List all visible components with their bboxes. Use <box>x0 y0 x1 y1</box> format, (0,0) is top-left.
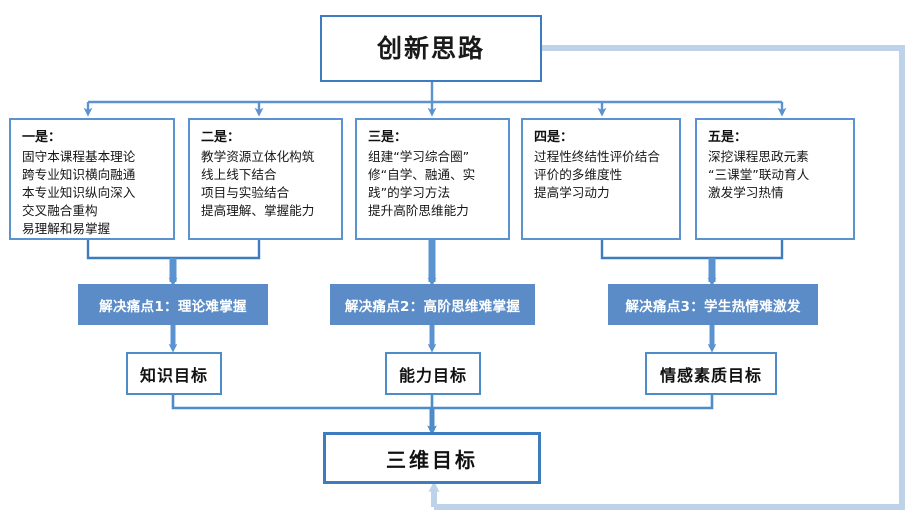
pain-point-label: 解决痛点1：理论难掌握 <box>99 298 247 315</box>
reason-line: 固守本课程基本理论 <box>22 149 136 165</box>
reason-line: 易理解和易掌握 <box>22 220 111 236</box>
connector-pain-to-goals <box>168 325 717 353</box>
pain-point-label: 解决痛点2：高阶思维难掌握 <box>344 298 521 315</box>
reason-line: 提升高阶思维能力 <box>368 203 469 219</box>
title-box: 创新思路 <box>320 15 542 82</box>
reason-box-5: 五是： 深挖课程思政元素 “三课堂”联动育人 激发学习热情 <box>695 118 855 240</box>
reason-box-1: 一是： 固守本课程基本理论 跨专业知识横向融通 本专业知识纵向深入 交叉融合重构… <box>9 118 175 240</box>
reason-line: 提高理解、掌握能力 <box>201 203 315 219</box>
reason-line: 激发学习热情 <box>708 185 784 201</box>
connector-goals-to-final <box>171 395 714 436</box>
goal-label: 能力目标 <box>398 365 467 385</box>
reason-box-4: 四是： 过程性终结性评价结合 评价的多维度性 提高学习动力 <box>521 118 681 240</box>
reason-box-3: 三是： 组建“学习综合圈” 修“自学、融通、实 践”的学习方法 提升高阶思维能力 <box>355 118 510 240</box>
pain-point-bar-3: 解决痛点3：学生热情难激发 <box>608 284 818 325</box>
reason-box-2: 二是： 教学资源立体化构筑 线上线下结合 项目与实验结合 提高理解、掌握能力 <box>188 118 343 240</box>
reason-line: 教学资源立体化构筑 <box>201 149 315 165</box>
reason-heading: 五是： <box>708 130 748 145</box>
reason-heading: 三是： <box>368 130 408 145</box>
reason-line: 过程性终结性评价结合 <box>534 149 660 165</box>
reason-line: 组建“学习综合圈” <box>368 149 470 165</box>
reason-line: 跨专业知识横向融通 <box>22 167 136 183</box>
reason-heading: 四是： <box>534 130 574 145</box>
goal-box-ability: 能力目标 <box>385 352 481 395</box>
reason-heading: 二是： <box>201 130 241 145</box>
reason-line: 修“自学、融通、实 <box>368 167 476 183</box>
pain-point-bar-1: 解决痛点1：理论难掌握 <box>78 284 268 325</box>
goal-label: 知识目标 <box>139 365 208 385</box>
goal-box-knowledge: 知识目标 <box>126 352 222 395</box>
reason-line: 线上线下结合 <box>201 167 277 183</box>
connector-title-to-reasons <box>83 82 787 117</box>
goal-box-emotion-quality: 情感素质目标 <box>645 352 777 395</box>
reason-line: 践”的学习方法 <box>368 185 451 201</box>
reason-line: 提高学习动力 <box>534 185 610 201</box>
reason-line: 交叉融合重构 <box>22 203 98 219</box>
reason-line: 项目与实验结合 <box>201 185 290 201</box>
final-goal-label: 三维目标 <box>386 447 478 472</box>
goal-label: 情感素质目标 <box>659 365 762 385</box>
pain-point-bar-2: 解决痛点2：高阶思维难掌握 <box>330 284 535 325</box>
reason-heading: 一是： <box>22 130 62 145</box>
pain-point-label: 解决痛点3：学生热情难激发 <box>625 298 801 315</box>
connector-reasons-to-pain-3 <box>600 240 784 287</box>
reason-line: 深挖课程思政元素 <box>708 149 809 165</box>
connector-reasons-to-pain-1 <box>86 240 261 287</box>
reason-line: 本专业知识纵向深入 <box>22 185 136 201</box>
reason-line: “三课堂”联动育人 <box>708 167 810 183</box>
page-title: 创新思路 <box>376 34 485 63</box>
reason-line: 评价的多维度性 <box>534 167 623 183</box>
final-goal-box: 三维目标 <box>323 432 541 484</box>
